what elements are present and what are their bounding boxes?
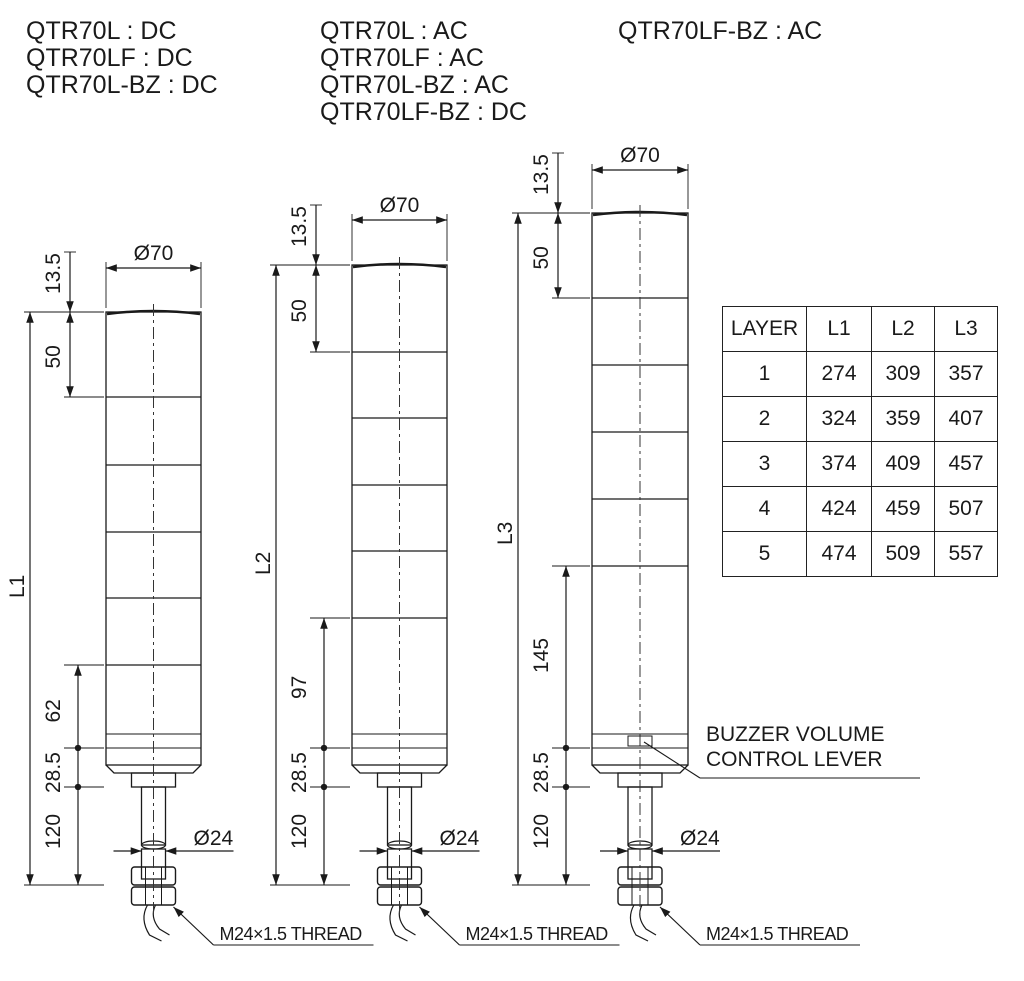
table-cell: 2: [722, 396, 807, 442]
model-label: QTR70L-BZ : DC: [26, 71, 218, 99]
table-cell: 459: [871, 486, 935, 532]
table-row: 1 274 309 357: [722, 351, 998, 397]
table-cell: 357: [934, 351, 998, 397]
buzzer-note-label: CONTROL LEVER: [706, 748, 883, 771]
thread-label: M24×1.5 THREAD: [706, 924, 849, 944]
overall-length-label: L1: [6, 575, 29, 598]
pipe-diameter-label: Ø24: [194, 827, 234, 850]
model-label: QTR70L : AC: [320, 17, 468, 45]
model-label: QTR70L-BZ : AC: [320, 71, 509, 99]
thread-leader: [419, 906, 460, 946]
table-header-cell: L1: [806, 306, 872, 352]
table-cell: 507: [934, 486, 998, 532]
table-cell: 424: [806, 486, 872, 532]
thread-leader: [659, 906, 701, 946]
table-cell: 359: [871, 396, 935, 442]
thread-label: M24×1.5 THREAD: [220, 924, 363, 944]
table-cell: 5: [722, 531, 807, 577]
table-row: 5 474 509 557: [722, 531, 998, 577]
tier-height-label: 50: [42, 345, 65, 368]
mount-height-label: 28.5: [288, 752, 311, 793]
cable: [398, 904, 416, 936]
cable: [629, 904, 649, 942]
stem-length-label: 120: [288, 814, 311, 849]
model-label: QTR70L : DC: [26, 17, 177, 45]
model-label: QTR70LF : DC: [26, 44, 193, 72]
table-cell: 374: [806, 441, 872, 487]
diameter-label: Ø70: [380, 194, 420, 217]
note-leader: [643, 741, 701, 779]
cap-height-label: 13.5: [288, 206, 311, 247]
pipe-diameter-label: Ø24: [440, 827, 480, 850]
table-cell: 4: [722, 486, 807, 532]
buzzer-note-label: BUZZER VOLUME: [706, 723, 885, 746]
cable: [152, 904, 170, 936]
model-label: QTR70LF : AC: [320, 44, 484, 72]
diameter-label: Ø70: [620, 144, 660, 167]
base-height-label: 62: [42, 699, 65, 722]
table-row: 3 374 409 457: [722, 441, 998, 487]
table-header-cell: L2: [871, 306, 935, 352]
table-header-row: LAYER L1 L2 L3: [722, 306, 998, 352]
base-height-label: 97: [288, 676, 311, 699]
table-cell: 557: [934, 531, 998, 577]
model-label: QTR70LF-BZ : DC: [320, 98, 527, 126]
base-height-label: 145: [530, 638, 553, 673]
cap-height-label: 13.5: [42, 253, 65, 294]
table-cell: 274: [806, 351, 872, 397]
diameter-label: Ø70: [134, 242, 174, 265]
layer-length-table: LAYER L1 L2 L3 1 274 309 357 2 324 359 4…: [722, 306, 998, 577]
buzzer-lever: [627, 735, 653, 747]
table-cell: 3: [722, 441, 807, 487]
model-label: QTR70LF-BZ : AC: [618, 17, 823, 45]
table-cell: 309: [871, 351, 935, 397]
mount-height-label: 28.5: [42, 752, 65, 793]
cable: [639, 904, 657, 936]
table-cell: 407: [934, 396, 998, 442]
tier-height-label: 50: [288, 299, 311, 322]
thread-label: M24×1.5 THREAD: [466, 924, 609, 944]
table-cell: 474: [806, 531, 872, 577]
table-cell: 457: [934, 441, 998, 487]
overall-length-label: L3: [494, 522, 517, 545]
table-cell: 509: [871, 531, 935, 577]
table-header-cell: L3: [934, 306, 998, 352]
pipe-diameter-label: Ø24: [680, 827, 720, 850]
cable: [143, 904, 162, 942]
cable: [389, 904, 408, 942]
model-group-dc: QTR70L : DC QTR70LF : DC QTR70L-BZ : DC: [26, 18, 218, 99]
overall-length-label: L2: [252, 552, 275, 575]
table-header-cell: LAYER: [722, 306, 807, 352]
cap-height-label: 13.5: [530, 154, 553, 195]
mount-height-label: 28.5: [530, 752, 553, 793]
tier-height-label: 50: [530, 246, 553, 269]
table-cell: 324: [806, 396, 872, 442]
table-cell: 1: [722, 351, 807, 397]
table-row: 2 324 359 407: [722, 396, 998, 442]
thread-leader: [173, 906, 214, 946]
table-row: 4 424 459 507: [722, 486, 998, 532]
table-cell: 409: [871, 441, 935, 487]
model-group-ac: QTR70L : AC QTR70LF : AC QTR70L-BZ : AC …: [320, 18, 527, 126]
stem-length-label: 120: [530, 814, 553, 849]
stem-length-label: 120: [42, 814, 65, 849]
model-group-bz-ac: QTR70LF-BZ : AC: [618, 18, 822, 45]
